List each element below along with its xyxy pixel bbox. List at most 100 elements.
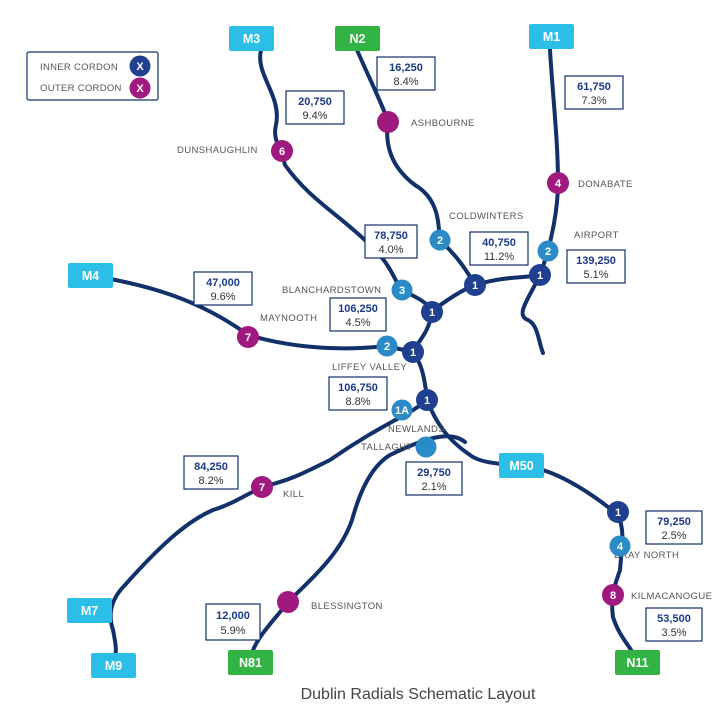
node-m50-m3 (421, 301, 443, 323)
node-airport (537, 240, 559, 262)
count-box-m50-north: 40,750 11.2% (469, 231, 529, 266)
place-kill: KILL (283, 489, 304, 500)
legend: INNER CORDON X OUTER CORDON X (26, 51, 159, 101)
shield-n81: N81 (228, 650, 273, 675)
place-coldwinters: COLDWINTERS (449, 211, 524, 222)
shield-n2-label: N2 (350, 32, 366, 46)
shield-m4: M4 (68, 263, 113, 288)
shield-m1: M1 (529, 24, 574, 49)
shield-m7: M7 (67, 598, 112, 623)
count-m4-pct: 9.6% (210, 291, 235, 303)
count-m1-pct: 7.3% (581, 95, 606, 107)
traffic-counts: 16,250 8.4% 20,750 9.4% 61,750 7.3% 78,7… (183, 56, 703, 642)
count-box-tallaght: 29,750 2.1% (405, 461, 463, 496)
shield-m3: M3 (229, 26, 274, 51)
node-m11-1-label: 1 (615, 507, 621, 519)
node-tallaght (415, 436, 437, 458)
node-m1-m50-label: 1 (537, 270, 543, 282)
count-m7-value: 84,250 (194, 461, 228, 473)
legend-outer-marker: X (136, 83, 144, 95)
node-coldwinters (429, 229, 451, 251)
node-maynooth-label: 7 (245, 332, 251, 344)
place-labels: ASHBOURNE DUNSHAUGHLIN DONABATE COLDWINT… (177, 118, 712, 612)
count-n11-value: 53,500 (657, 613, 691, 625)
node-airport-label: 2 (545, 246, 551, 258)
count-m50n-value: 40,750 (482, 237, 516, 249)
route-n2 (355, 48, 477, 287)
route-m1-south (520, 273, 545, 355)
count-m50s-value: 106,750 (338, 382, 378, 394)
shield-n11-label: N11 (626, 656, 648, 670)
node-liffey-valley (376, 335, 398, 357)
shield-m50-label: M50 (509, 459, 533, 473)
node-blessington (277, 591, 299, 613)
node-m50-m4 (402, 341, 424, 363)
shield-n11: N11 (615, 650, 660, 675)
node-newlands-1a (391, 399, 413, 421)
count-box-m3: 20,750 9.4% (285, 90, 345, 125)
count-box-n11: 53,500 3.5% (645, 607, 703, 642)
node-dunshaughlin (271, 140, 293, 162)
count-m3-value: 20,750 (298, 96, 332, 108)
count-blanch-value: 78,750 (374, 230, 408, 242)
legend-outer-icon (129, 77, 151, 99)
count-n2-value: 16,250 (389, 62, 423, 74)
node-donabate-label: 4 (555, 178, 562, 190)
place-blessington: BLESSINGTON (311, 601, 383, 612)
place-tallaght: TALLAGHT (361, 442, 413, 453)
legend-inner-icon (129, 55, 151, 77)
node-newlands-1a-label: 1A (395, 405, 409, 417)
shield-n81-label: N81 (239, 656, 262, 670)
count-tallaght-pct: 2.1% (421, 481, 446, 493)
node-blanchardstown (391, 279, 413, 301)
count-box-n2: 16,250 8.4% (376, 56, 436, 91)
shield-m9-label: M9 (105, 659, 122, 673)
node-kill-label: 7 (259, 482, 265, 494)
node-m50-newlands (416, 389, 438, 411)
node-m50-newlands-label: 1 (424, 395, 430, 407)
node-m50-north (464, 274, 486, 296)
place-donabate: DONABATE (578, 179, 633, 190)
count-box-liffey-valley: 106,250 4.5% (329, 297, 387, 332)
shield-n2: N2 (335, 26, 380, 51)
count-airport-pct: 5.1% (583, 269, 608, 281)
place-maynooth: MAYNOOTH (260, 313, 317, 324)
count-box-m4: 47,000 9.6% (193, 271, 253, 306)
count-m3-pct: 9.4% (302, 110, 327, 122)
node-m50-north-label: 1 (472, 280, 478, 292)
node-donabate (547, 172, 569, 194)
count-box-m7: 84,250 8.2% (183, 455, 239, 490)
count-box-airport: 139,250 5.1% (566, 249, 626, 284)
shield-m3-label: M3 (243, 32, 260, 46)
shield-m4-label: M4 (82, 269, 99, 283)
shield-m9: M9 (91, 653, 136, 678)
count-n81-value: 12,000 (216, 610, 250, 622)
shield-m7-label: M7 (81, 604, 98, 618)
junction-nodes: 6 4 7 7 8 2 2 3 2 1A 4 1 1 1 1 1 1 (237, 111, 631, 613)
legend-inner-label: INNER CORDON (40, 62, 118, 73)
legend-outer-label: OUTER CORDON (40, 83, 122, 94)
count-m4-value: 47,000 (206, 277, 240, 289)
node-dunshaughlin-label: 6 (279, 146, 285, 158)
place-blanchardstown: BLANCHARDSTOWN (282, 285, 381, 296)
node-blanchardstown-label: 3 (399, 285, 405, 297)
count-bray-pct: 2.5% (661, 530, 686, 542)
node-m1-m50 (529, 264, 551, 286)
count-n2-pct: 8.4% (393, 76, 418, 88)
count-m1-value: 61,750 (577, 81, 611, 93)
count-airport-value: 139,250 (576, 255, 616, 267)
place-bray-north: BRAY NORTH (614, 550, 679, 561)
count-m7-pct: 8.2% (198, 475, 223, 487)
node-bray-north-label: 4 (617, 541, 624, 553)
route-m11 (523, 464, 638, 664)
node-ashbourne (377, 111, 399, 133)
place-airport: AIRPORT (574, 230, 619, 241)
count-n81-pct: 5.9% (220, 625, 245, 637)
node-m50-m4-label: 1 (410, 347, 416, 359)
count-box-m1: 61,750 7.3% (564, 75, 624, 110)
node-liffey-valley-label: 2 (384, 341, 390, 353)
count-n11-pct: 3.5% (661, 627, 686, 639)
count-m50s-pct: 8.8% (345, 396, 370, 408)
count-box-n81: 12,000 5.9% (205, 603, 261, 641)
route-m7 (108, 398, 429, 664)
